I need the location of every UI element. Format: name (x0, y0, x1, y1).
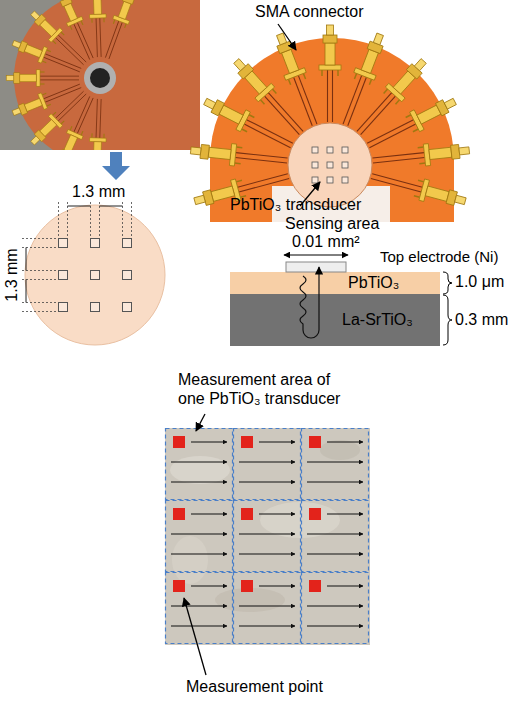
layer-label: La-SrTiO₃ (342, 311, 440, 329)
measurement-cell (234, 573, 301, 644)
sma-connector (270, 30, 325, 128)
surface-image (165, 428, 370, 645)
leader-arrow (196, 414, 205, 431)
surface-texture (170, 440, 360, 612)
part-label: SMA connector (255, 2, 364, 21)
dimension-label: 1.3 mm (72, 182, 125, 201)
sma-connector (10, 35, 84, 78)
thin-film-layer: PbTiO₃ (230, 272, 440, 294)
callout-label: Measurement point (186, 677, 323, 696)
sma-connector (363, 92, 459, 156)
sma-connector (54, 0, 99, 62)
substrate-disc (25, 205, 165, 345)
substrate-layer: La-SrTiO₃ (230, 294, 440, 346)
measurement-cell (166, 573, 233, 644)
sma-connector (88, 99, 107, 150)
transducer-array (312, 147, 348, 183)
circuit-board (100, 0, 200, 150)
layer-label: PbTiO₃ (348, 274, 440, 292)
sma-connector (200, 92, 296, 156)
dimension-label: 0.01 mm² (292, 232, 360, 251)
callout-label: Measurement area of one PbTiO₃ transduce… (178, 370, 353, 408)
sample-holder (90, 68, 110, 88)
circuit-board (210, 38, 454, 222)
sma-connector (190, 139, 289, 171)
measurement-cell (302, 501, 369, 572)
sma-connector (335, 30, 390, 128)
part-label: Sensing area (285, 214, 379, 233)
substrate-disc (288, 123, 372, 207)
leader-arrow (278, 24, 296, 50)
fixture-photo (0, 0, 200, 150)
photo-background (0, 0, 200, 150)
sma-connector (319, 25, 341, 122)
measurement-cell (302, 429, 369, 500)
dimension-lines (22, 202, 132, 312)
sma-connector (27, 7, 91, 69)
dimension-label: 0.3 mm (455, 310, 508, 329)
top-electrode (286, 262, 346, 272)
measurement-cell (302, 573, 369, 644)
thickness-brace (443, 295, 452, 345)
sma-connector (99, 0, 139, 61)
transducer-array (59, 239, 132, 312)
zoom-arrow (102, 152, 130, 180)
part-label: PbTiO₃ transducer (230, 195, 361, 214)
width-arrow (284, 255, 348, 256)
sma-connector (369, 166, 468, 212)
sma-connector (351, 54, 432, 141)
sma-connector (372, 139, 471, 171)
measurement-cell (166, 501, 233, 572)
part-label: Top electrode (Ni) (380, 248, 498, 266)
sma-connector (10, 78, 84, 121)
dimension-label: 1.3 mm (2, 248, 21, 301)
sma-connector (27, 87, 91, 149)
dimension-arrows (26, 206, 123, 303)
sample-holder-ring (84, 62, 116, 94)
measurement-cell (166, 429, 233, 500)
sma-connector (88, 0, 107, 57)
leader-arrow (184, 598, 206, 675)
dimension-label: 1.0 μm (455, 272, 504, 291)
circuit-board (14, 0, 186, 150)
thickness-brace (443, 272, 452, 294)
measurement-cell (234, 501, 301, 572)
sma-connector (228, 54, 309, 141)
sma-connector (6, 70, 79, 87)
measurement-cell (234, 429, 301, 500)
sma-connector (54, 94, 99, 150)
